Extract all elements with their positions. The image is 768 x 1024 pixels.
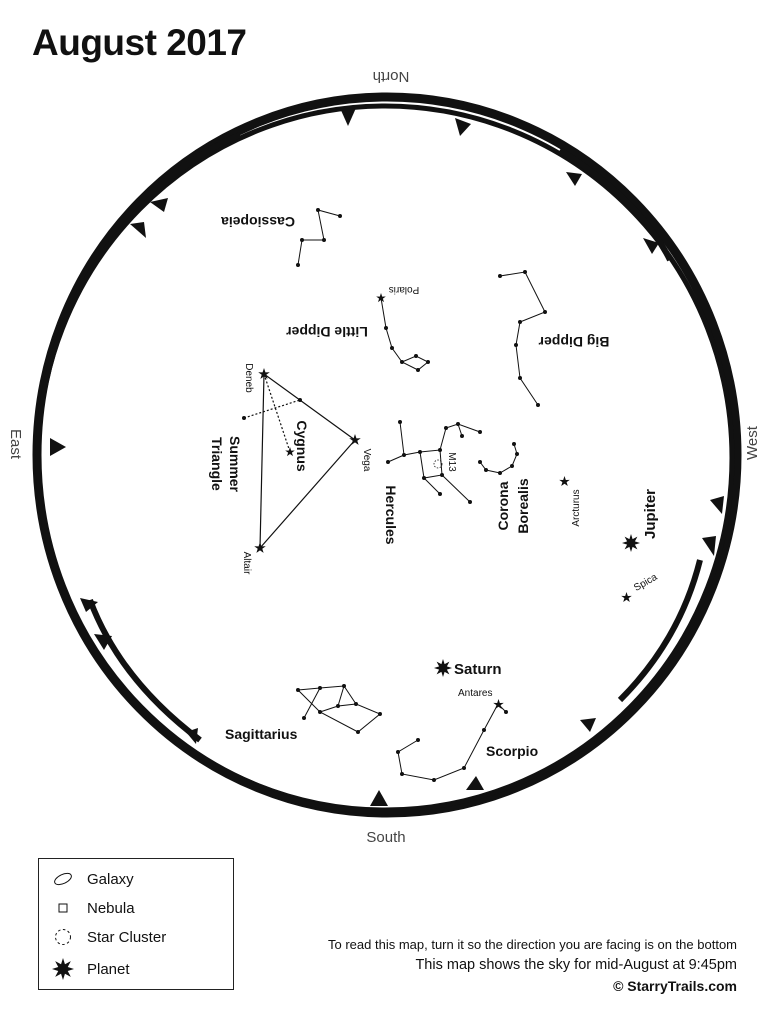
constellation-corona-borealis: Corona Borealis (478, 442, 531, 534)
constellation-cassiopeia: Cassiopeia (221, 208, 342, 267)
constellation-sagittarius: Sagittarius (225, 684, 382, 742)
planet-saturn: Saturn (434, 659, 502, 678)
legend-item-nebula: Nebula (39, 896, 135, 920)
star-arcturus: Arcturus (559, 476, 582, 527)
label-altair: Altair (241, 552, 252, 575)
constellation-big-dipper: Big Dipper (498, 270, 609, 407)
label-deneb: Deneb (243, 363, 254, 393)
label-spica: Spica (632, 572, 660, 594)
star-cluster-icon (433, 459, 443, 469)
star-spica: Spica (621, 572, 660, 603)
label-sagittarius: Sagittarius (225, 726, 298, 742)
label-m13: M13 (446, 452, 457, 472)
label-polaris: Polaris (389, 284, 420, 295)
label-corona: Corona (495, 481, 511, 530)
label-hercules: Hercules (383, 485, 399, 544)
label-big-dipper: Big Dipper (538, 334, 609, 350)
label-arcturus: Arcturus (571, 489, 582, 526)
label-borealis: Borealis (515, 478, 531, 533)
reading-instructions: To read this map, turn it so the directi… (328, 937, 737, 952)
nebula-icon (39, 896, 87, 920)
legend: Galaxy Nebula Star Cluster Planet (38, 858, 234, 990)
copyright: © StarryTrails.com (613, 978, 737, 994)
page-title: August 2017 (32, 22, 247, 63)
legend-item-star-cluster: Star Cluster (39, 925, 166, 949)
galaxy-icon (39, 867, 87, 891)
label-cygnus: Cygnus (294, 420, 310, 472)
constellation-hercules: M13 Hercules (383, 420, 482, 545)
star-cluster-icon (39, 925, 87, 949)
asterism-summer-triangle: Deneb Vega Altair Cygnus Summer Triangle (209, 363, 372, 575)
constellation-little-dipper: Polaris Little Dipper (286, 284, 430, 372)
label-vega: Vega (361, 449, 372, 472)
label-cassiopeia: Cassiopeia (221, 214, 295, 230)
planet-jupiter: Jupiter (622, 489, 659, 552)
label-summer: Summer (227, 436, 243, 493)
direction-north: North (373, 68, 410, 85)
map-date-note: This map shows the sky for mid-August at… (415, 957, 737, 973)
label-scorpio: Scorpio (486, 743, 538, 759)
direction-east: East (7, 429, 24, 460)
legend-item-planet: Planet (39, 957, 130, 981)
label-jupiter: Jupiter (642, 489, 659, 539)
label-antares: Antares (458, 688, 492, 699)
horizon-ring (32, 92, 742, 818)
planet-icon (39, 957, 87, 981)
legend-item-galaxy: Galaxy (39, 867, 134, 891)
label-triangle: Triangle (209, 437, 225, 491)
label-saturn: Saturn (454, 661, 502, 678)
horizon-arrows (50, 108, 724, 806)
label-little-dipper: Little Dipper (286, 324, 368, 340)
map-notes: To read this map, turn it so the directi… (328, 934, 737, 997)
constellation-scorpio: Antares Scorpio (396, 688, 538, 782)
direction-south: South (366, 829, 405, 846)
direction-west: West (744, 425, 761, 460)
